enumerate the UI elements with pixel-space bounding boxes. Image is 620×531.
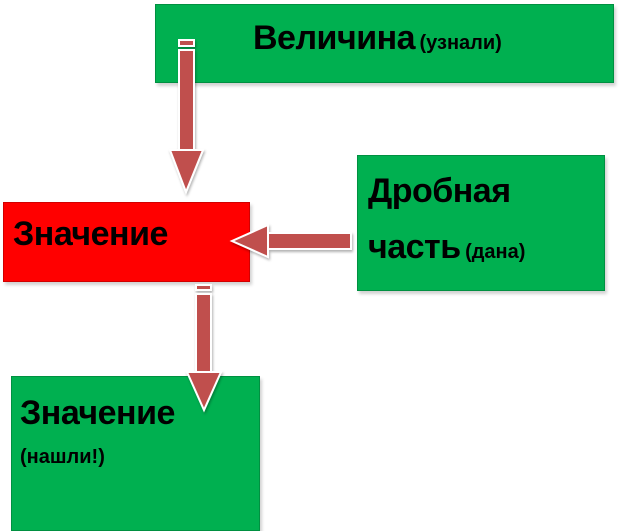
found-value-label: Значение (20, 394, 175, 432)
value-note: (узнали) (419, 32, 502, 54)
found-value-box: Значение (нашли!) (11, 376, 260, 531)
arrow-down-bottom (185, 284, 223, 413)
part-label: часть (368, 228, 461, 266)
arrow-left-right (229, 223, 352, 259)
result-value-label: Значение (13, 215, 168, 253)
fraction-part-box: Дробная часть (дана) (357, 155, 605, 291)
value-label: Величина (253, 19, 416, 57)
fraction-line2: часть (дана) (368, 230, 525, 264)
part-note: (дана) (465, 241, 526, 263)
arrow-down-top (168, 39, 205, 195)
found-value-note: (нашли!) (20, 446, 105, 468)
value-box: Величина (узнали) (155, 4, 614, 83)
value-box-text: Величина (узнали) (253, 21, 502, 55)
fraction-label: Дробная (368, 172, 511, 210)
